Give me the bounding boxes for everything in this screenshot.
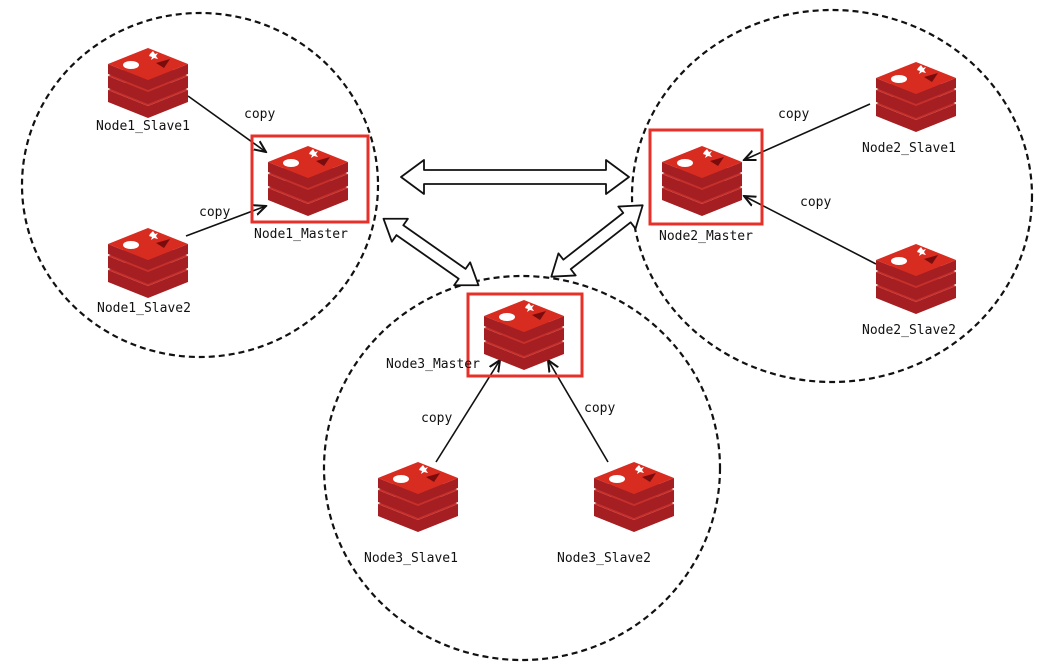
- redis-icon: [268, 146, 348, 216]
- copy-arrow-n2s1: [744, 103, 871, 160]
- redis-icon: [876, 244, 956, 314]
- redis-icon: [108, 48, 188, 118]
- copy-label-n2s2: copy: [800, 195, 831, 210]
- copy-label-n1s2: copy: [199, 205, 230, 220]
- node1-master-highlight: [250, 134, 370, 224]
- copy-arrow-n1s1: [187, 95, 266, 152]
- redis-icon: [876, 62, 956, 132]
- node3-slave1-label: Node3_Slave1: [364, 551, 458, 566]
- redis-icon: [594, 462, 674, 532]
- copy-label-n3s2: copy: [584, 401, 615, 416]
- cluster-node2: [630, 8, 1034, 384]
- master-link-2-3: [550, 204, 644, 278]
- node2-master-highlight: [648, 128, 764, 226]
- node3-master-highlight: [466, 292, 584, 378]
- copy-arrow-n2s2: [744, 196, 877, 265]
- master-link-1-2: [400, 159, 630, 195]
- redis-icon: [108, 228, 188, 298]
- node2-slave1-label: Node2_Slave1: [862, 141, 956, 156]
- copy-label-n2s1: copy: [778, 107, 809, 122]
- redis-icon: [378, 462, 458, 532]
- redis-icon: [662, 146, 742, 216]
- redis-icon: [484, 300, 564, 370]
- node2-slave2-label: Node2_Slave2: [862, 323, 956, 338]
- node3-master-label: Node3_Master: [386, 357, 480, 372]
- cluster-node3: [322, 274, 722, 662]
- node1-slave1-label: Node1_Slave1: [96, 119, 190, 134]
- copy-label-n1s1: copy: [244, 107, 275, 122]
- node1-master-label: Node1_Master: [254, 227, 348, 242]
- copy-label-n3s1: copy: [421, 411, 452, 426]
- cluster-node1: [20, 11, 380, 359]
- node2-master-label: Node2_Master: [659, 229, 753, 244]
- master-link-1-3: [382, 217, 480, 287]
- node1-slave2-label: Node1_Slave2: [97, 301, 191, 316]
- node3-slave2-label: Node3_Slave2: [557, 551, 651, 566]
